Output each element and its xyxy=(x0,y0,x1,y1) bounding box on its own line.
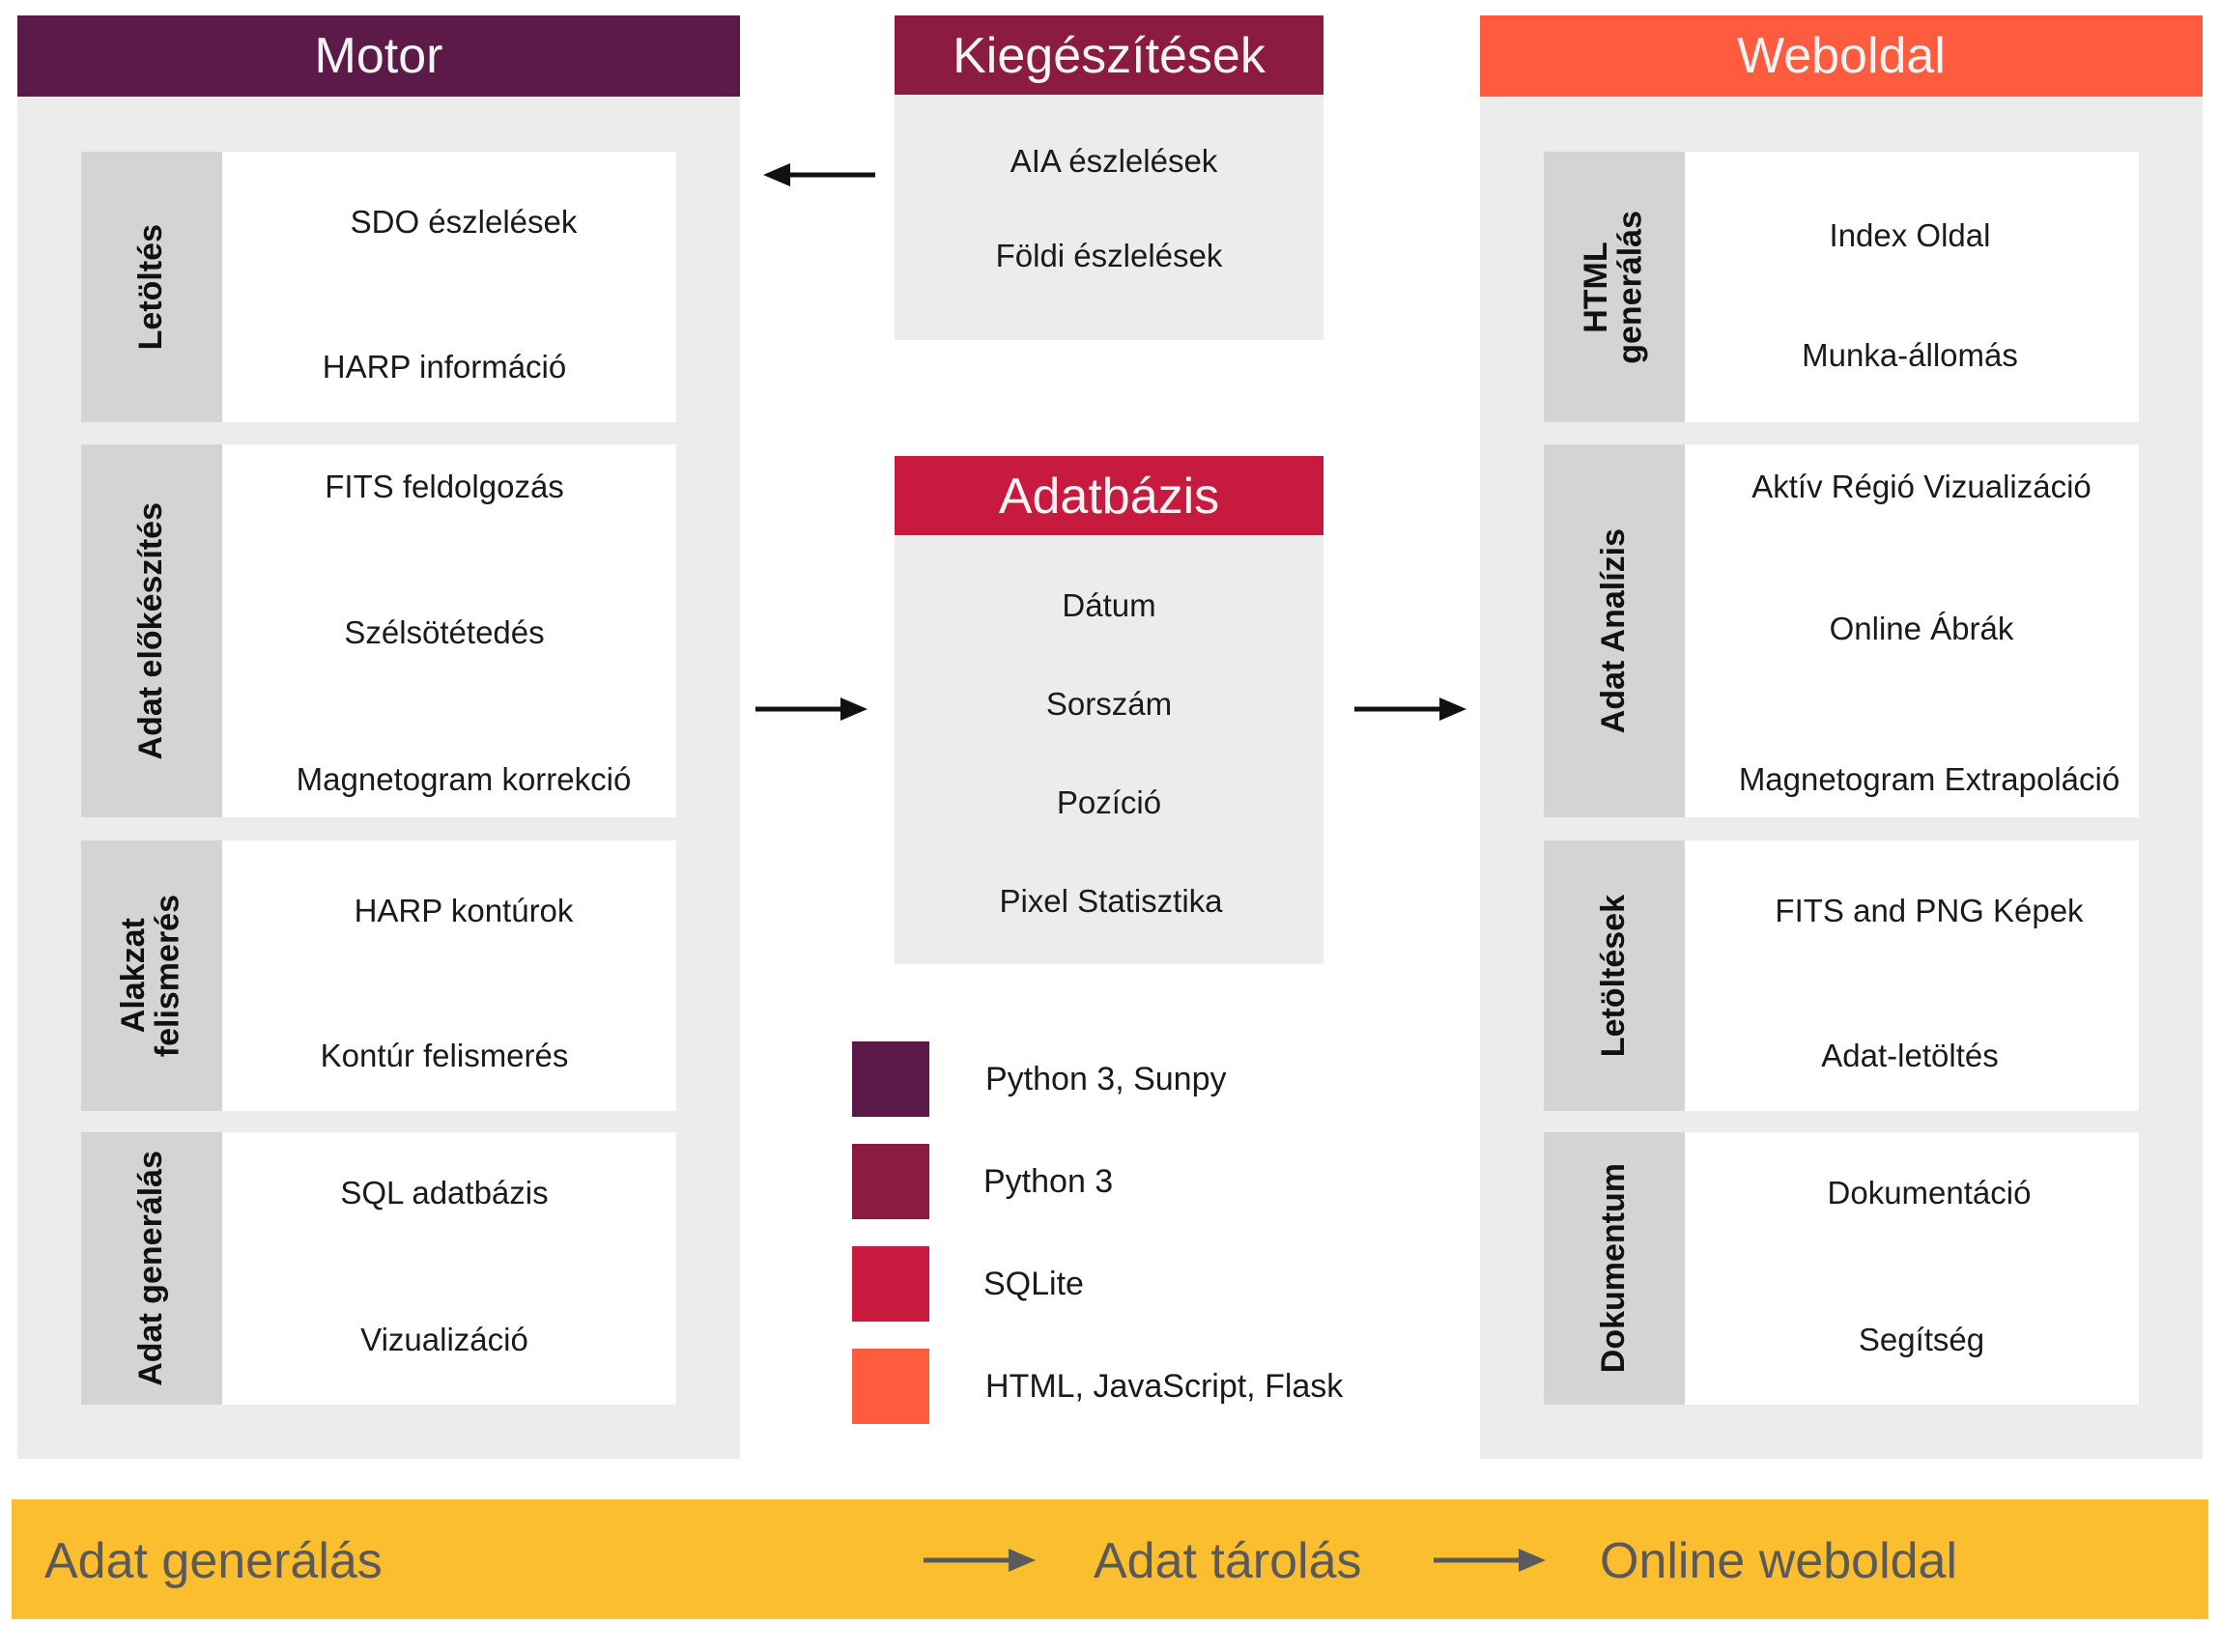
legend-swatch-web xyxy=(852,1349,929,1424)
legend-swatch-python3 xyxy=(852,1144,929,1219)
section-item: SQL adatbázis xyxy=(340,1175,549,1211)
section-item: FITS feldolgozás xyxy=(325,469,564,504)
section-body-adat-analizis: Aktív Régió Vizualizáció Online Ábrák Ma… xyxy=(1685,444,2139,817)
section-label-text: Adat előkészítés xyxy=(132,501,170,760)
section-label-letoltes: Letöltés xyxy=(81,152,222,422)
extensions-item: Földi észlelések xyxy=(995,238,1223,273)
section-label-text: Letöltés xyxy=(132,223,170,351)
arrow-right-icon xyxy=(924,1549,1036,1572)
section-label-text: Alakzat felismerés xyxy=(115,894,186,1058)
database-item: Pixel Statisztika xyxy=(999,883,1223,919)
section-item: HARP kontúrok xyxy=(354,893,574,928)
section-item: Szélsötétedés xyxy=(344,614,545,650)
section-label-line: Alakzat xyxy=(115,918,153,1034)
section-item: Dokumentáció xyxy=(1827,1175,2032,1211)
section-label-line: felismerés xyxy=(150,894,186,1058)
section-label-dokumentum: Dokumentum xyxy=(1544,1132,1685,1405)
database-item: Pozíció xyxy=(1056,784,1162,820)
section-body-alakzat-felismeres: HARP kontúrok Kontúr felismerés xyxy=(222,840,676,1111)
extensions-title: Kiegészítések xyxy=(953,28,1266,84)
legend-swatch-python-sunpy xyxy=(852,1041,929,1117)
motor-title: Motor xyxy=(314,28,443,84)
legend-label: HTML, JavaScript, Flask xyxy=(985,1368,1344,1405)
section-item: Kontúr felismerés xyxy=(320,1038,569,1073)
arrow-right-icon xyxy=(1434,1549,1546,1572)
website-header: Weboldal xyxy=(1480,15,2203,97)
section-item: Adat-letöltés xyxy=(1821,1038,1999,1073)
section-body-html-generalas: Index Oldal Munka-állomás xyxy=(1685,152,2139,422)
section-label-text: HTML generálás xyxy=(1578,210,1649,364)
section-item: Segítség xyxy=(1858,1322,1985,1357)
section-label-adat-elokeszites: Adat előkészítés xyxy=(81,444,222,817)
pipeline-stage-storage: Adat tárolás xyxy=(1094,1533,1362,1589)
extensions-body: AIA észlelések Földi észlelések xyxy=(895,95,1323,340)
arrow-left-icon xyxy=(763,163,875,186)
database-panel xyxy=(895,456,1323,964)
section-label-adat-generalas: Adat generálás xyxy=(81,1132,222,1405)
section-label-alakzat-felismeres: Alakzat felismerés xyxy=(81,840,222,1111)
website-title: Weboldal xyxy=(1737,28,1946,84)
database-body: Dátum Sorszám Pozíció Pixel Statisztika xyxy=(895,535,1323,964)
legend-label: Python 3, Sunpy xyxy=(985,1061,1227,1097)
pipeline-stage-website: Online weboldal xyxy=(1600,1533,1958,1589)
section-item: Munka-állomás xyxy=(1802,337,2018,373)
pipeline-stage-generation: Adat generálás xyxy=(44,1533,383,1589)
section-item: HARP információ xyxy=(322,349,567,385)
extensions-header: Kiegészítések xyxy=(895,15,1323,95)
database-title: Adatbázis xyxy=(998,469,1220,525)
section-label-text: Adat Analízis xyxy=(1595,527,1633,734)
section-label-text: Adat generálás xyxy=(132,1151,170,1386)
pipeline-banner xyxy=(12,1499,2208,1619)
legend-label: SQLite xyxy=(983,1266,1084,1302)
section-item: Online Ábrák xyxy=(1829,611,2014,646)
section-label-line: generálás xyxy=(1612,210,1649,364)
section-label-line: HTML xyxy=(1578,241,1615,333)
arrow-right-icon xyxy=(1354,698,1466,721)
legend-swatch-sqlite xyxy=(852,1246,929,1322)
section-body-adat-generalas: SQL adatbázis Vizualizáció xyxy=(222,1132,676,1405)
section-item: Magnetogram korrekció xyxy=(296,761,632,797)
section-label-html-generalas: HTML generálás xyxy=(1544,152,1685,422)
section-item: Aktív Régió Vizualizáció xyxy=(1751,469,2092,504)
section-label-text: Dokumentum xyxy=(1595,1163,1633,1374)
section-item: Index Oldal xyxy=(1829,217,1991,253)
section-item: Vizualizáció xyxy=(360,1322,528,1357)
section-item: Magnetogram Extrapoláció xyxy=(1738,761,2120,797)
legend-label: Python 3 xyxy=(983,1163,1114,1200)
section-label-letoltesek: Letöltések xyxy=(1544,840,1685,1111)
database-header: Adatbázis xyxy=(895,456,1323,535)
section-label-text: Letöltések xyxy=(1595,894,1633,1058)
section-item: FITS and PNG Képek xyxy=(1775,893,2084,928)
motor-header: Motor xyxy=(17,15,740,97)
extensions-item: AIA észlelések xyxy=(1010,143,1218,179)
database-item: Dátum xyxy=(1062,587,1156,623)
section-body-dokumentum: Dokumentáció Segítség xyxy=(1685,1132,2139,1405)
arrow-right-icon xyxy=(755,698,868,721)
section-item: SDO észlelések xyxy=(350,204,578,240)
section-body-letoltes: SDO észlelések HARP információ xyxy=(222,152,676,422)
database-item: Sorszám xyxy=(1045,686,1173,722)
section-body-adat-elokeszites: FITS feldolgozás Szélsötétedés Magnetogr… xyxy=(222,444,676,817)
section-label-adat-analizis: Adat Analízis xyxy=(1544,444,1685,817)
section-body-letoltesek: FITS and PNG Képek Adat-letöltés xyxy=(1685,840,2139,1111)
